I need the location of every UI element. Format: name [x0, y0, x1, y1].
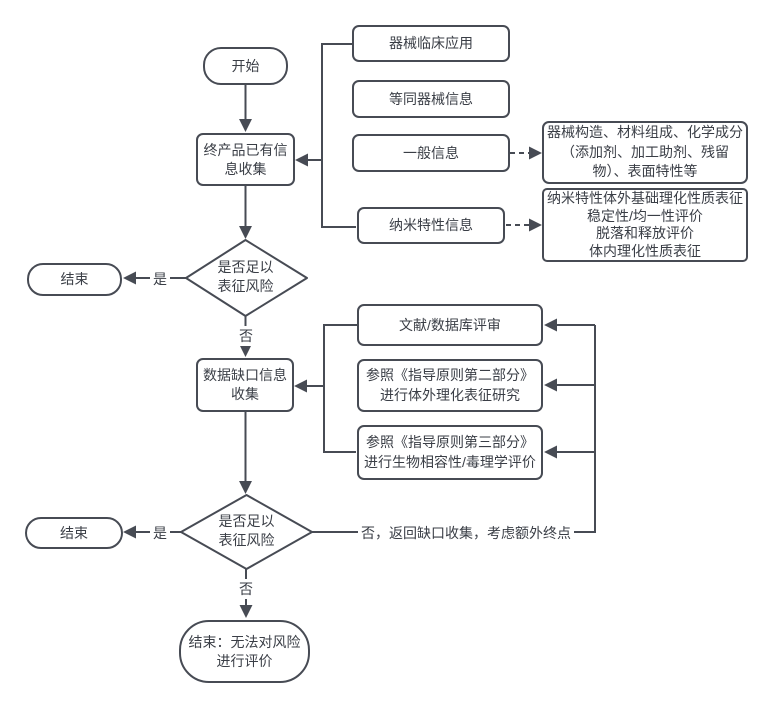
node-gap-label: 数据缺口信息 收集	[203, 367, 287, 402]
node-end-2: 结束	[25, 517, 123, 549]
edge-bracket-info-sources	[321, 43, 356, 228]
node-literature-label: 文献/数据库评审	[399, 316, 501, 333]
node-decision2-shape	[180, 494, 313, 570]
node-decision1-shape	[185, 239, 308, 317]
edge-label-yes-2: 是	[150, 523, 170, 543]
node-general-info: 一般信息	[352, 134, 510, 172]
node-nano-label: 纳米特性信息	[389, 217, 473, 233]
node-clinical-label: 器械临床应用	[389, 35, 473, 51]
node-general-info-detail: 器械构造、材料组成、化学成分 （添加剂、加工助剂、残留 物）、表面特性等	[542, 121, 748, 184]
node-end3-label: 结束：无法对风险 进行评价	[188, 633, 301, 669]
edge-label-no-return: 否，返回缺口收集，考虑额外终点	[358, 523, 574, 543]
node-guideline-part3: 参照《指导原则第三部分》 进行生物相容性/毒理学评价	[357, 425, 543, 480]
node-collect-existing-info: 终产品已有信 息收集	[196, 133, 295, 186]
node-general-detail-label: 器械构造、材料组成、化学成分 （添加剂、加工助剂、残留 物）、表面特性等	[547, 124, 743, 180]
node-collect-label: 终产品已有信 息收集	[203, 141, 288, 177]
node-equivalent-device-info: 等同器械信息	[352, 80, 510, 118]
node-literature-review: 文献/数据库评审	[357, 304, 543, 346]
node-decision2-label: 是否足以 表征风险	[218, 513, 275, 548]
node-end1-label: 结束	[60, 271, 89, 287]
node-nano-detail-label: 纳米特性体外基础理化性质表征 稳定性/均一性评价 脱落和释放评价 体内理化性质表…	[547, 190, 743, 259]
edge-label-no-1: 否	[236, 326, 256, 346]
node-nano-property-info: 纳米特性信息	[357, 207, 505, 244]
edge-label-no-2: 否	[236, 579, 256, 599]
node-data-gap-collect: 数据缺口信息 收集	[196, 358, 294, 412]
node-end-1: 结束	[27, 263, 122, 296]
node-general-label: 一般信息	[403, 144, 459, 161]
edge-label-yes-1: 是	[150, 269, 170, 289]
node-part2-label: 参照《指导原则第二部分》 进行体外理化表征研究	[366, 367, 534, 403]
edge-bracket-gap-activities	[323, 324, 357, 453]
node-end2-label: 结束	[60, 524, 88, 541]
node-start-label: 开始	[231, 57, 260, 74]
node-nano-info-detail: 纳米特性体外基础理化性质表征 稳定性/均一性评价 脱落和释放评价 体内理化性质表…	[542, 188, 748, 262]
node-equivalent-label: 等同器械信息	[389, 90, 473, 107]
node-end-cannot-evaluate: 结束：无法对风险 进行评价	[179, 620, 310, 683]
node-clinical-application: 器械临床应用	[352, 25, 510, 62]
node-decision1-label: 是否足以 表征风险	[217, 259, 274, 294]
node-guideline-part2: 参照《指导原则第二部分》 进行体外理化表征研究	[357, 359, 543, 412]
node-part3-label: 参照《指导原则第三部分》 进行生物相容性/毒理学评价	[364, 434, 536, 470]
node-start: 开始	[203, 47, 288, 85]
